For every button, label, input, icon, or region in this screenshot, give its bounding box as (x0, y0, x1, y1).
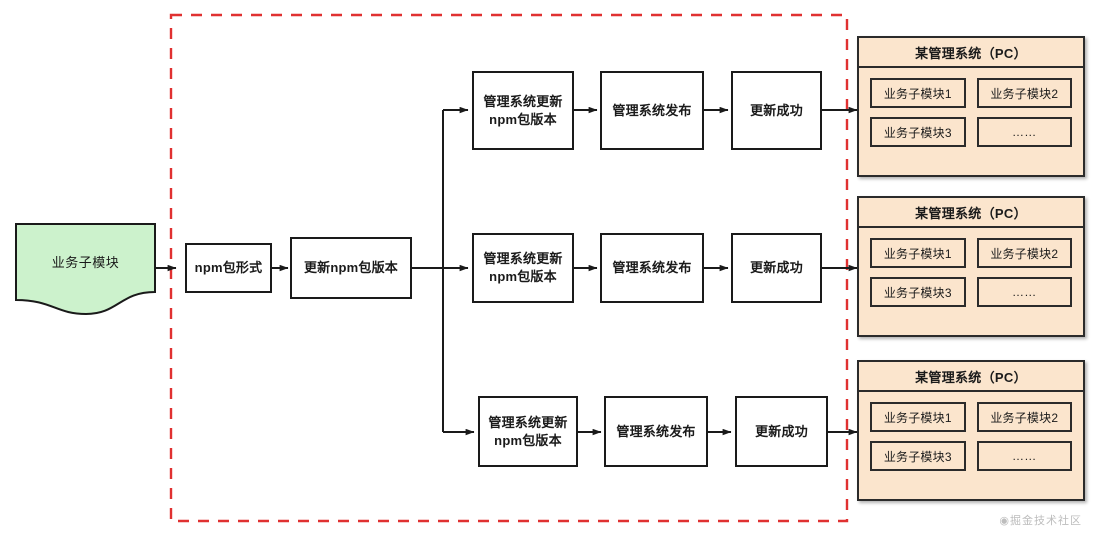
node-b3-system-update-npm[interactable]: 管理系统更新 npm包版本 (478, 396, 578, 467)
watermark-label: ◉掘金技术社区 (999, 515, 1082, 527)
node-b2-system-update-npm-label-line2: npm包版本 (489, 269, 557, 284)
panel-1-module-2[interactable]: 业务子模块2 (976, 78, 1072, 108)
node-b1-system-update-npm[interactable]: 管理系统更新 npm包版本 (472, 71, 574, 150)
panel-3-module-2[interactable]: 业务子模块2 (976, 402, 1072, 432)
panel-management-system-3[interactable]: 某管理系统（PC） 业务子模块1 业务子模块2 业务子模块3 …… (857, 360, 1085, 501)
panel-1-module-4[interactable]: …… (976, 117, 1072, 147)
panel-2-module-2[interactable]: 业务子模块2 (976, 238, 1072, 268)
node-b2-update-success-label: 更新成功 (750, 260, 803, 276)
source-node-shape (15, 223, 156, 316)
node-b2-system-update-npm[interactable]: 管理系统更新 npm包版本 (472, 233, 574, 303)
node-b1-update-success-label: 更新成功 (750, 102, 803, 118)
node-b1-system-release[interactable]: 管理系统发布 (600, 71, 704, 150)
node-b3-system-release[interactable]: 管理系统发布 (604, 396, 708, 467)
node-b2-system-release[interactable]: 管理系统发布 (600, 233, 704, 303)
node-b3-system-release-label: 管理系统发布 (616, 423, 696, 439)
node-b1-update-success[interactable]: 更新成功 (731, 71, 822, 150)
node-b2-system-update-npm-label-line1: 管理系统更新 (483, 251, 563, 267)
node-b1-system-update-npm-label-line2: npm包版本 (489, 111, 557, 127)
panel-3-module-4[interactable]: …… (976, 441, 1072, 471)
node-update-npm-version-label: 更新npm包版本 (303, 260, 399, 276)
node-b2-update-success[interactable]: 更新成功 (731, 233, 822, 303)
node-b3-system-update-npm-label-line2: npm包版本 (494, 432, 562, 448)
node-update-npm-version[interactable]: 更新npm包版本 (290, 237, 412, 299)
panel-2-module-4[interactable]: …… (976, 277, 1072, 307)
node-npm-package-form-label: npm包形式 (194, 260, 263, 276)
node-b1-system-update-npm-label-line1: 管理系统更新 (483, 93, 563, 109)
panel-management-system-1[interactable]: 某管理系统（PC） 业务子模块1 业务子模块2 业务子模块3 …… (857, 36, 1085, 177)
node-b3-system-update-npm-label-line1: 管理系统更新 (488, 414, 568, 430)
panel-2-title: 某管理系统（PC） (859, 198, 1083, 228)
node-b3-update-success[interactable]: 更新成功 (735, 396, 828, 467)
panel-2-body: 业务子模块1 业务子模块2 业务子模块3 …… (859, 228, 1083, 317)
node-b2-system-release-label: 管理系统发布 (612, 260, 692, 276)
source-node-label: 业务子模块 (51, 255, 120, 270)
panel-3-module-1[interactable]: 业务子模块1 (870, 402, 966, 432)
panel-2-module-1[interactable]: 业务子模块1 (870, 238, 966, 268)
panel-1-module-3[interactable]: 业务子模块3 (870, 117, 966, 147)
panel-3-body: 业务子模块1 业务子模块2 业务子模块3 …… (859, 392, 1083, 481)
node-npm-package-form[interactable]: npm包形式 (185, 243, 272, 293)
panel-management-system-2[interactable]: 某管理系统（PC） 业务子模块1 业务子模块2 业务子模块3 …… (857, 196, 1085, 337)
panel-3-module-3[interactable]: 业务子模块3 (870, 441, 966, 471)
panel-3-title: 某管理系统（PC） (859, 362, 1083, 392)
panel-1-title: 某管理系统（PC） (859, 38, 1083, 68)
node-b3-update-success-label: 更新成功 (755, 423, 808, 439)
panel-2-module-3[interactable]: 业务子模块3 (870, 277, 966, 307)
node-b1-system-release-label: 管理系统发布 (612, 102, 692, 118)
panel-1-module-1[interactable]: 业务子模块1 (870, 78, 966, 108)
panel-1-body: 业务子模块1 业务子模块2 业务子模块3 …… (859, 68, 1083, 157)
